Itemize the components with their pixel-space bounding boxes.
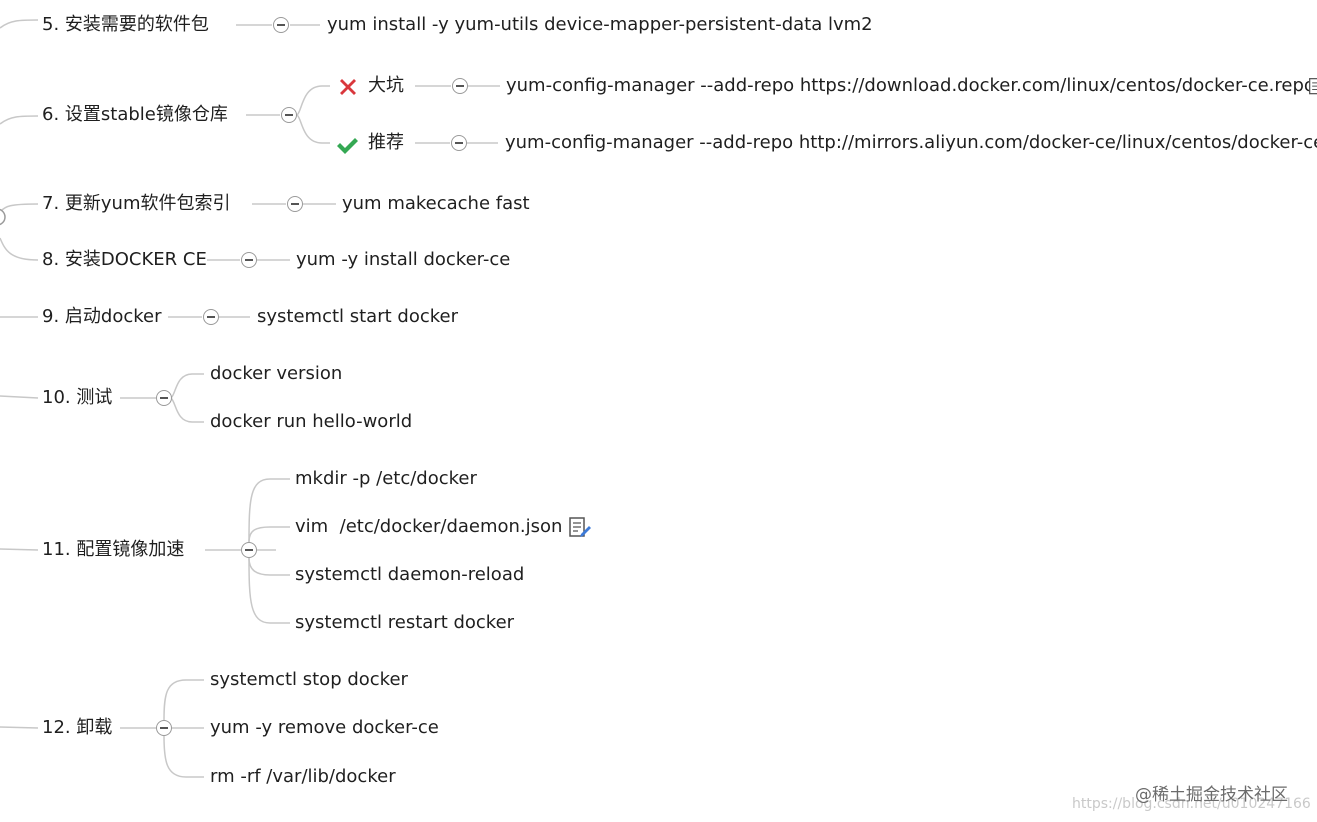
node-step-12-child[interactable]: rm -rf /var/lib/docker (210, 766, 396, 787)
cross-icon (340, 79, 356, 95)
collapse-button[interactable] (451, 135, 467, 151)
watermark-brand: @稀土掘金技术社区 (1135, 785, 1288, 805)
node-step-6[interactable]: 6. 设置stable镜像仓库 (42, 104, 228, 125)
watermark-url: https://blog.csdn.net/u010247166 (1072, 796, 1311, 812)
collapse-button[interactable] (156, 720, 172, 736)
collapse-button[interactable] (241, 252, 257, 268)
node-step-11-child[interactable]: systemctl daemon-reload (295, 564, 525, 585)
node-bad-option[interactable]: 大坑 (368, 75, 404, 96)
collapse-button[interactable] (452, 78, 468, 94)
node-step-8[interactable]: 8. 安装DOCKER CE (42, 249, 207, 270)
node-step-10-child[interactable]: docker version (210, 363, 343, 384)
node-step-12[interactable]: 12. 卸载 (42, 717, 113, 738)
node-step-11-child[interactable]: mkdir -p /etc/docker (295, 468, 477, 489)
node-step-12-child[interactable]: systemctl stop docker (210, 669, 408, 690)
collapse-button[interactable] (241, 542, 257, 558)
node-step-11-child[interactable]: systemctl restart docker (295, 612, 515, 633)
collapse-button[interactable] (156, 390, 172, 406)
note-icon[interactable] (568, 515, 592, 539)
node-step-7-command[interactable]: yum makecache fast (342, 193, 530, 214)
node-step-8-command[interactable]: yum -y install docker-ce (296, 249, 511, 270)
node-step-7[interactable]: 7. 更新yum软件包索引 (42, 193, 231, 214)
node-step-5-command[interactable]: yum install -y yum-utils device-mapper-p… (327, 14, 873, 35)
node-step-10-child[interactable]: docker run hello-world (210, 411, 413, 432)
collapse-button[interactable] (273, 17, 289, 33)
collapse-button[interactable] (203, 309, 219, 325)
node-step-12-child[interactable]: yum -y remove docker-ce (210, 717, 439, 738)
collapse-button[interactable] (281, 107, 297, 123)
node-recommended-command[interactable]: yum-config-manager --add-repo http://mir… (505, 132, 1317, 153)
node-recommended-option[interactable]: 推荐 (368, 132, 404, 153)
collapse-button[interactable] (287, 196, 303, 212)
node-step-5[interactable]: 5. 安装需要的软件包 (42, 14, 209, 35)
node-step-9-command[interactable]: systemctl start docker (257, 306, 458, 327)
node-step-9[interactable]: 9. 启动docker (42, 306, 162, 327)
node-bad-command[interactable]: yum-config-manager --add-repo https://do… (506, 75, 1315, 96)
node-step-11-child[interactable]: vim /etc/docker/daemon.json (295, 516, 563, 537)
note-icon (1309, 78, 1317, 95)
check-icon (337, 138, 358, 154)
node-step-10[interactable]: 10. 测试 (42, 387, 113, 408)
node-step-11[interactable]: 11. 配置镜像加速 (42, 539, 185, 560)
